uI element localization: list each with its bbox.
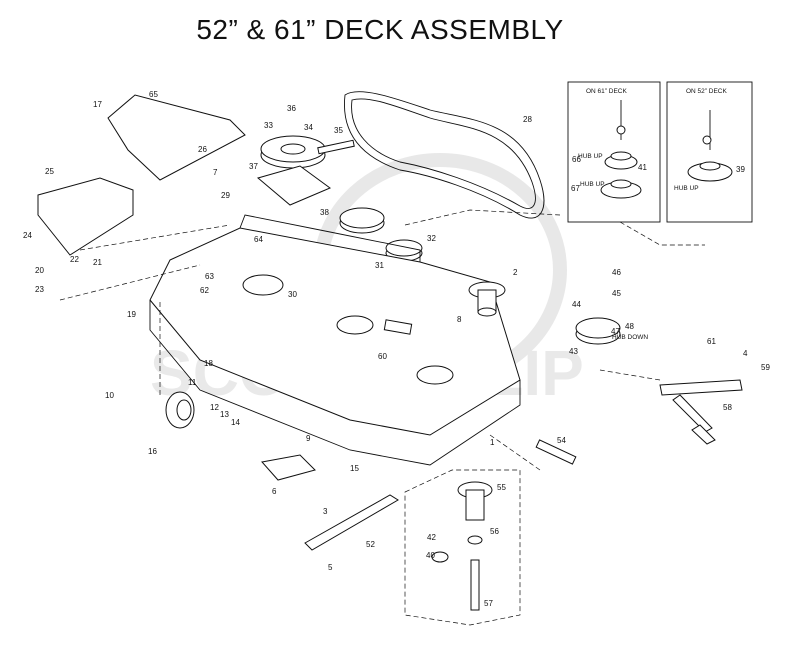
callout-61: 61 bbox=[707, 337, 716, 346]
callout-labels: 1234567891011121314151617181920212223242… bbox=[23, 90, 770, 608]
callout-6: 6 bbox=[272, 487, 277, 496]
callout-63: 63 bbox=[205, 272, 214, 281]
callout-62: 62 bbox=[200, 286, 209, 295]
callout-14: 14 bbox=[231, 418, 240, 427]
callout-23: 23 bbox=[35, 285, 44, 294]
callout-24: 24 bbox=[23, 231, 32, 240]
callout-38: 38 bbox=[320, 208, 329, 217]
callout-48: 48 bbox=[625, 322, 634, 331]
callout-67: 67 bbox=[571, 184, 580, 193]
callout-33: 33 bbox=[264, 121, 273, 130]
callout-36: 36 bbox=[287, 104, 296, 113]
callout-25: 25 bbox=[45, 167, 54, 176]
callout-10: 10 bbox=[105, 391, 114, 400]
callout-43: 43 bbox=[569, 347, 578, 356]
callout-55: 55 bbox=[497, 483, 506, 492]
callout-18: 18 bbox=[204, 359, 213, 368]
callout-19: 19 bbox=[127, 310, 136, 319]
inset-52-title: ON 52” DECK bbox=[686, 88, 727, 95]
callout-57: 57 bbox=[484, 599, 493, 608]
callout-7: 7 bbox=[213, 168, 218, 177]
inset-52-deck: ON 52” DECK HUB UP bbox=[666, 81, 753, 223]
bracket bbox=[261, 454, 316, 481]
mower-deck bbox=[149, 214, 521, 466]
callout-56: 56 bbox=[490, 527, 499, 536]
inset-52-hub-up: HUB UP bbox=[674, 185, 699, 192]
callout-54: 54 bbox=[557, 436, 566, 445]
callout-2: 2 bbox=[513, 268, 518, 277]
callout-64: 64 bbox=[254, 235, 263, 244]
callout-37: 37 bbox=[249, 162, 258, 171]
callout-47: 47 bbox=[611, 327, 620, 336]
callout-66: 66 bbox=[572, 155, 581, 164]
belt-cover-top bbox=[107, 94, 246, 181]
callout-52: 52 bbox=[366, 540, 375, 549]
callout-20: 20 bbox=[35, 266, 44, 275]
callout-3: 3 bbox=[323, 507, 328, 516]
callout-11: 11 bbox=[188, 378, 197, 387]
callout-42: 42 bbox=[427, 533, 436, 542]
callout-12: 12 bbox=[210, 403, 219, 412]
callout-16: 16 bbox=[148, 447, 157, 456]
callout-28: 28 bbox=[523, 115, 532, 124]
drive-belt bbox=[344, 91, 545, 219]
hub-down-label: HUB DOWN bbox=[612, 334, 648, 341]
callout-4: 4 bbox=[743, 349, 748, 358]
callout-40: 40 bbox=[426, 551, 435, 560]
callout-58: 58 bbox=[723, 403, 732, 412]
inset-61-hub-up: HUB UP bbox=[578, 153, 603, 160]
callout-32: 32 bbox=[427, 234, 436, 243]
diagram-title: 52” & 61” DECK ASSEMBLY bbox=[196, 14, 564, 45]
mower-blade bbox=[304, 494, 399, 551]
callout-46: 46 bbox=[612, 268, 621, 277]
callout-17: 17 bbox=[93, 100, 102, 109]
callout-26: 26 bbox=[198, 145, 207, 154]
callout-1: 1 bbox=[490, 438, 495, 447]
callout-44: 44 bbox=[572, 300, 581, 309]
callout-21: 21 bbox=[93, 258, 102, 267]
callout-41: 41 bbox=[638, 163, 647, 172]
callout-39: 39 bbox=[736, 165, 745, 174]
callout-45: 45 bbox=[612, 289, 621, 298]
callout-15: 15 bbox=[350, 464, 359, 473]
spindle-lower-detail bbox=[404, 469, 521, 626]
inset-61-title: ON 61” DECK bbox=[586, 88, 627, 95]
callout-65: 65 bbox=[149, 90, 158, 99]
spindle-upper bbox=[468, 281, 506, 317]
callout-9: 9 bbox=[306, 434, 311, 443]
callout-60: 60 bbox=[378, 352, 387, 361]
inset-61-deck: ON 61” DECK HUB UP HUB UP bbox=[567, 81, 661, 223]
callout-31: 31 bbox=[375, 261, 384, 270]
belt-cover-left bbox=[37, 177, 134, 256]
callout-29: 29 bbox=[221, 191, 230, 200]
callout-35: 35 bbox=[334, 126, 343, 135]
callout-59: 59 bbox=[761, 363, 770, 372]
axle-assembly bbox=[535, 379, 743, 465]
callout-8: 8 bbox=[457, 315, 462, 324]
callout-30: 30 bbox=[288, 290, 297, 299]
callout-22: 22 bbox=[70, 255, 79, 264]
callout-13: 13 bbox=[220, 410, 229, 419]
inset-61-hub-up-2: HUB UP bbox=[580, 181, 605, 188]
reference-lines bbox=[59, 209, 705, 471]
callout-34: 34 bbox=[304, 123, 313, 132]
callout-5: 5 bbox=[328, 563, 333, 572]
